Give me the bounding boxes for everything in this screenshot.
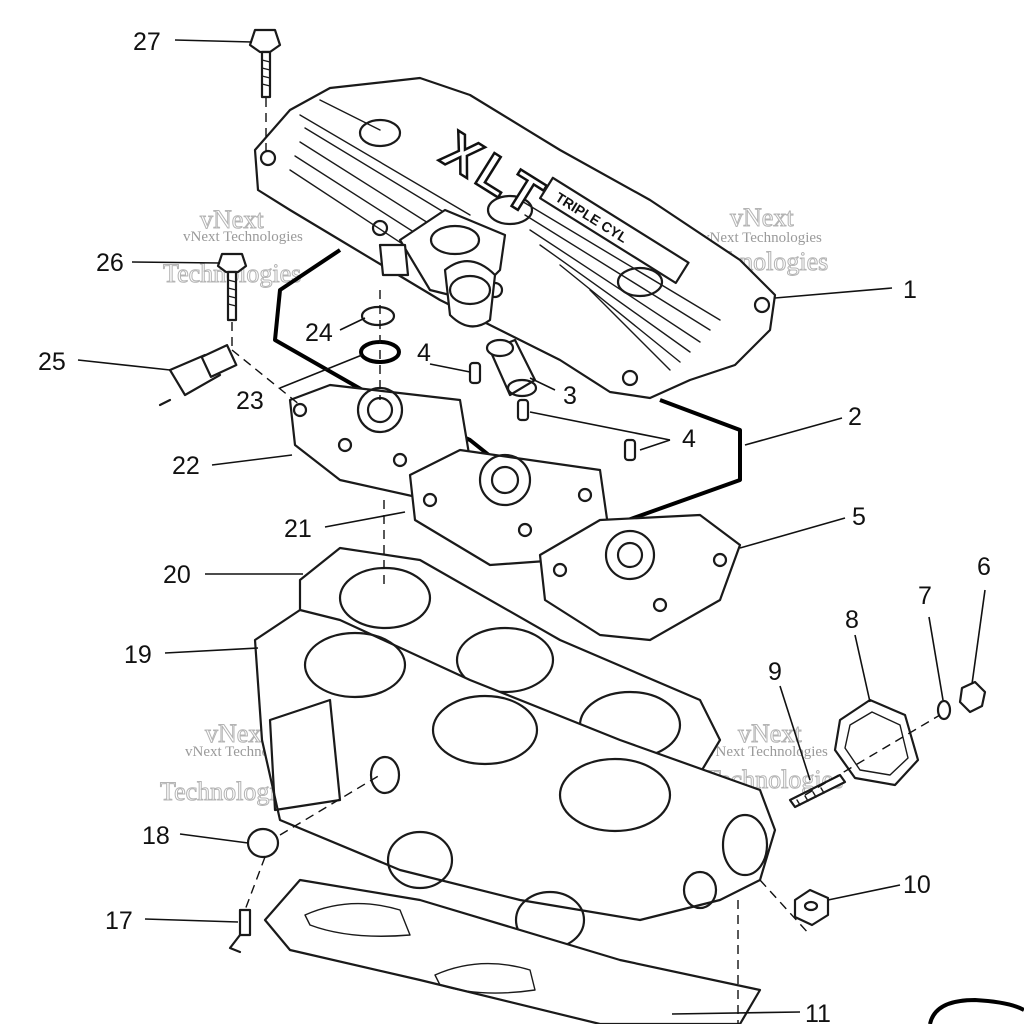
callout-18: 18	[142, 822, 170, 850]
insert-bolt	[216, 252, 248, 322]
dowel-pin	[468, 361, 482, 385]
exhaust-gasket	[928, 998, 1024, 1024]
cylinder-block	[253, 608, 777, 1024]
core-plug	[246, 827, 280, 859]
dowel-pin	[623, 438, 637, 462]
callout-11: 11	[805, 1000, 831, 1024]
watermark-line2: vNext Technologies	[702, 230, 822, 246]
callout-24: 24	[305, 319, 333, 347]
callout-1: 1	[903, 276, 917, 304]
callout-4-lower: 4	[682, 425, 696, 453]
drain-fitting	[228, 908, 252, 954]
sealing-washer	[360, 305, 396, 327]
head-insert-right	[538, 513, 742, 642]
access-cover-plate	[833, 698, 920, 787]
watermark-line1: vNext	[205, 719, 269, 748]
callout-9: 9	[768, 658, 782, 686]
temperature-sensor	[158, 344, 238, 407]
callout-8: 8	[845, 606, 859, 634]
dowel-pin	[516, 398, 530, 422]
callout-3: 3	[563, 382, 577, 410]
watermark-line2: vNext Technologies	[183, 229, 303, 245]
flange-nut	[793, 888, 830, 927]
callout-2: 2	[848, 403, 862, 431]
callout-22: 22	[172, 452, 200, 480]
hex-nut	[958, 680, 987, 714]
callout-20: 20	[163, 561, 191, 589]
watermark-line1: vNext	[200, 205, 264, 234]
hose-connector	[485, 338, 538, 398]
watermark-line2: vNext Technologies	[708, 744, 828, 760]
cover-bolt	[248, 28, 282, 99]
callout-17: 17	[105, 907, 133, 935]
leader-lines	[77, 39, 986, 1015]
callout-6: 6	[977, 553, 991, 581]
callout-27: 27	[133, 28, 161, 56]
callout-10: 10	[903, 871, 931, 899]
callout-labels: 27 26 25 24 23 22 21 20 19 18 17 1 2 3 4…	[38, 28, 991, 1024]
callout-4-upper: 4	[417, 339, 431, 367]
callout-7: 7	[918, 582, 932, 610]
head-insert-middle	[408, 448, 612, 567]
callout-25: 25	[38, 348, 66, 376]
head-cover: XLT TRIPLE CYL	[253, 76, 777, 400]
assembly-axes	[231, 98, 941, 1024]
callout-19: 19	[124, 641, 152, 669]
watermark-line1: vNext	[730, 203, 794, 232]
callout-5: 5	[852, 503, 866, 531]
callout-23: 23	[236, 387, 264, 415]
lock-washer	[936, 699, 952, 721]
callout-26: 26	[96, 249, 124, 277]
callout-21: 21	[284, 515, 312, 543]
